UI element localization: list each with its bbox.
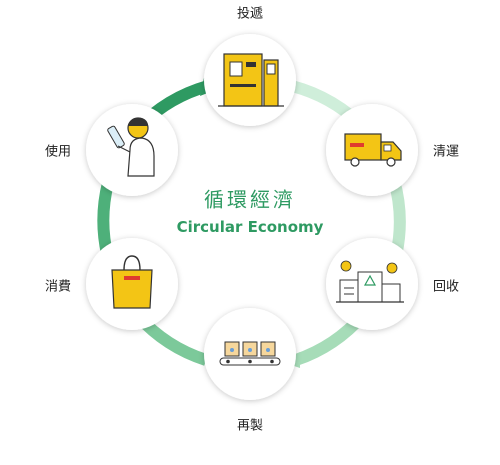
stage-label-consume: 消費 [44,279,72,295]
stage-label-use: 使用 [44,144,72,160]
delivery-truck-icon [344,133,402,167]
stage-node-deposit [204,34,296,126]
stage-node-use [86,104,178,196]
person-drinking-icon [107,117,155,177]
reverse-vending-machine-icon [218,53,284,107]
center-title-zh: 循環經濟 [204,187,296,212]
stage-node-transport [326,104,418,196]
stage-label-transport: 清運 [432,144,460,160]
stage-node-recycle [326,238,418,330]
recycling-factory-icon [336,260,404,303]
stage-label-remanufacture: 再製 [236,418,264,434]
stage-label-recycle: 回收 [432,279,460,295]
conveyor-boxes-icon [219,341,281,366]
shopping-bag-icon [111,255,153,309]
stage-label-deposit: 投遞 [236,6,264,22]
stage-node-consume [86,238,178,330]
center-title-en: Circular Economy [176,218,324,236]
stage-node-remanufacture [204,308,296,400]
